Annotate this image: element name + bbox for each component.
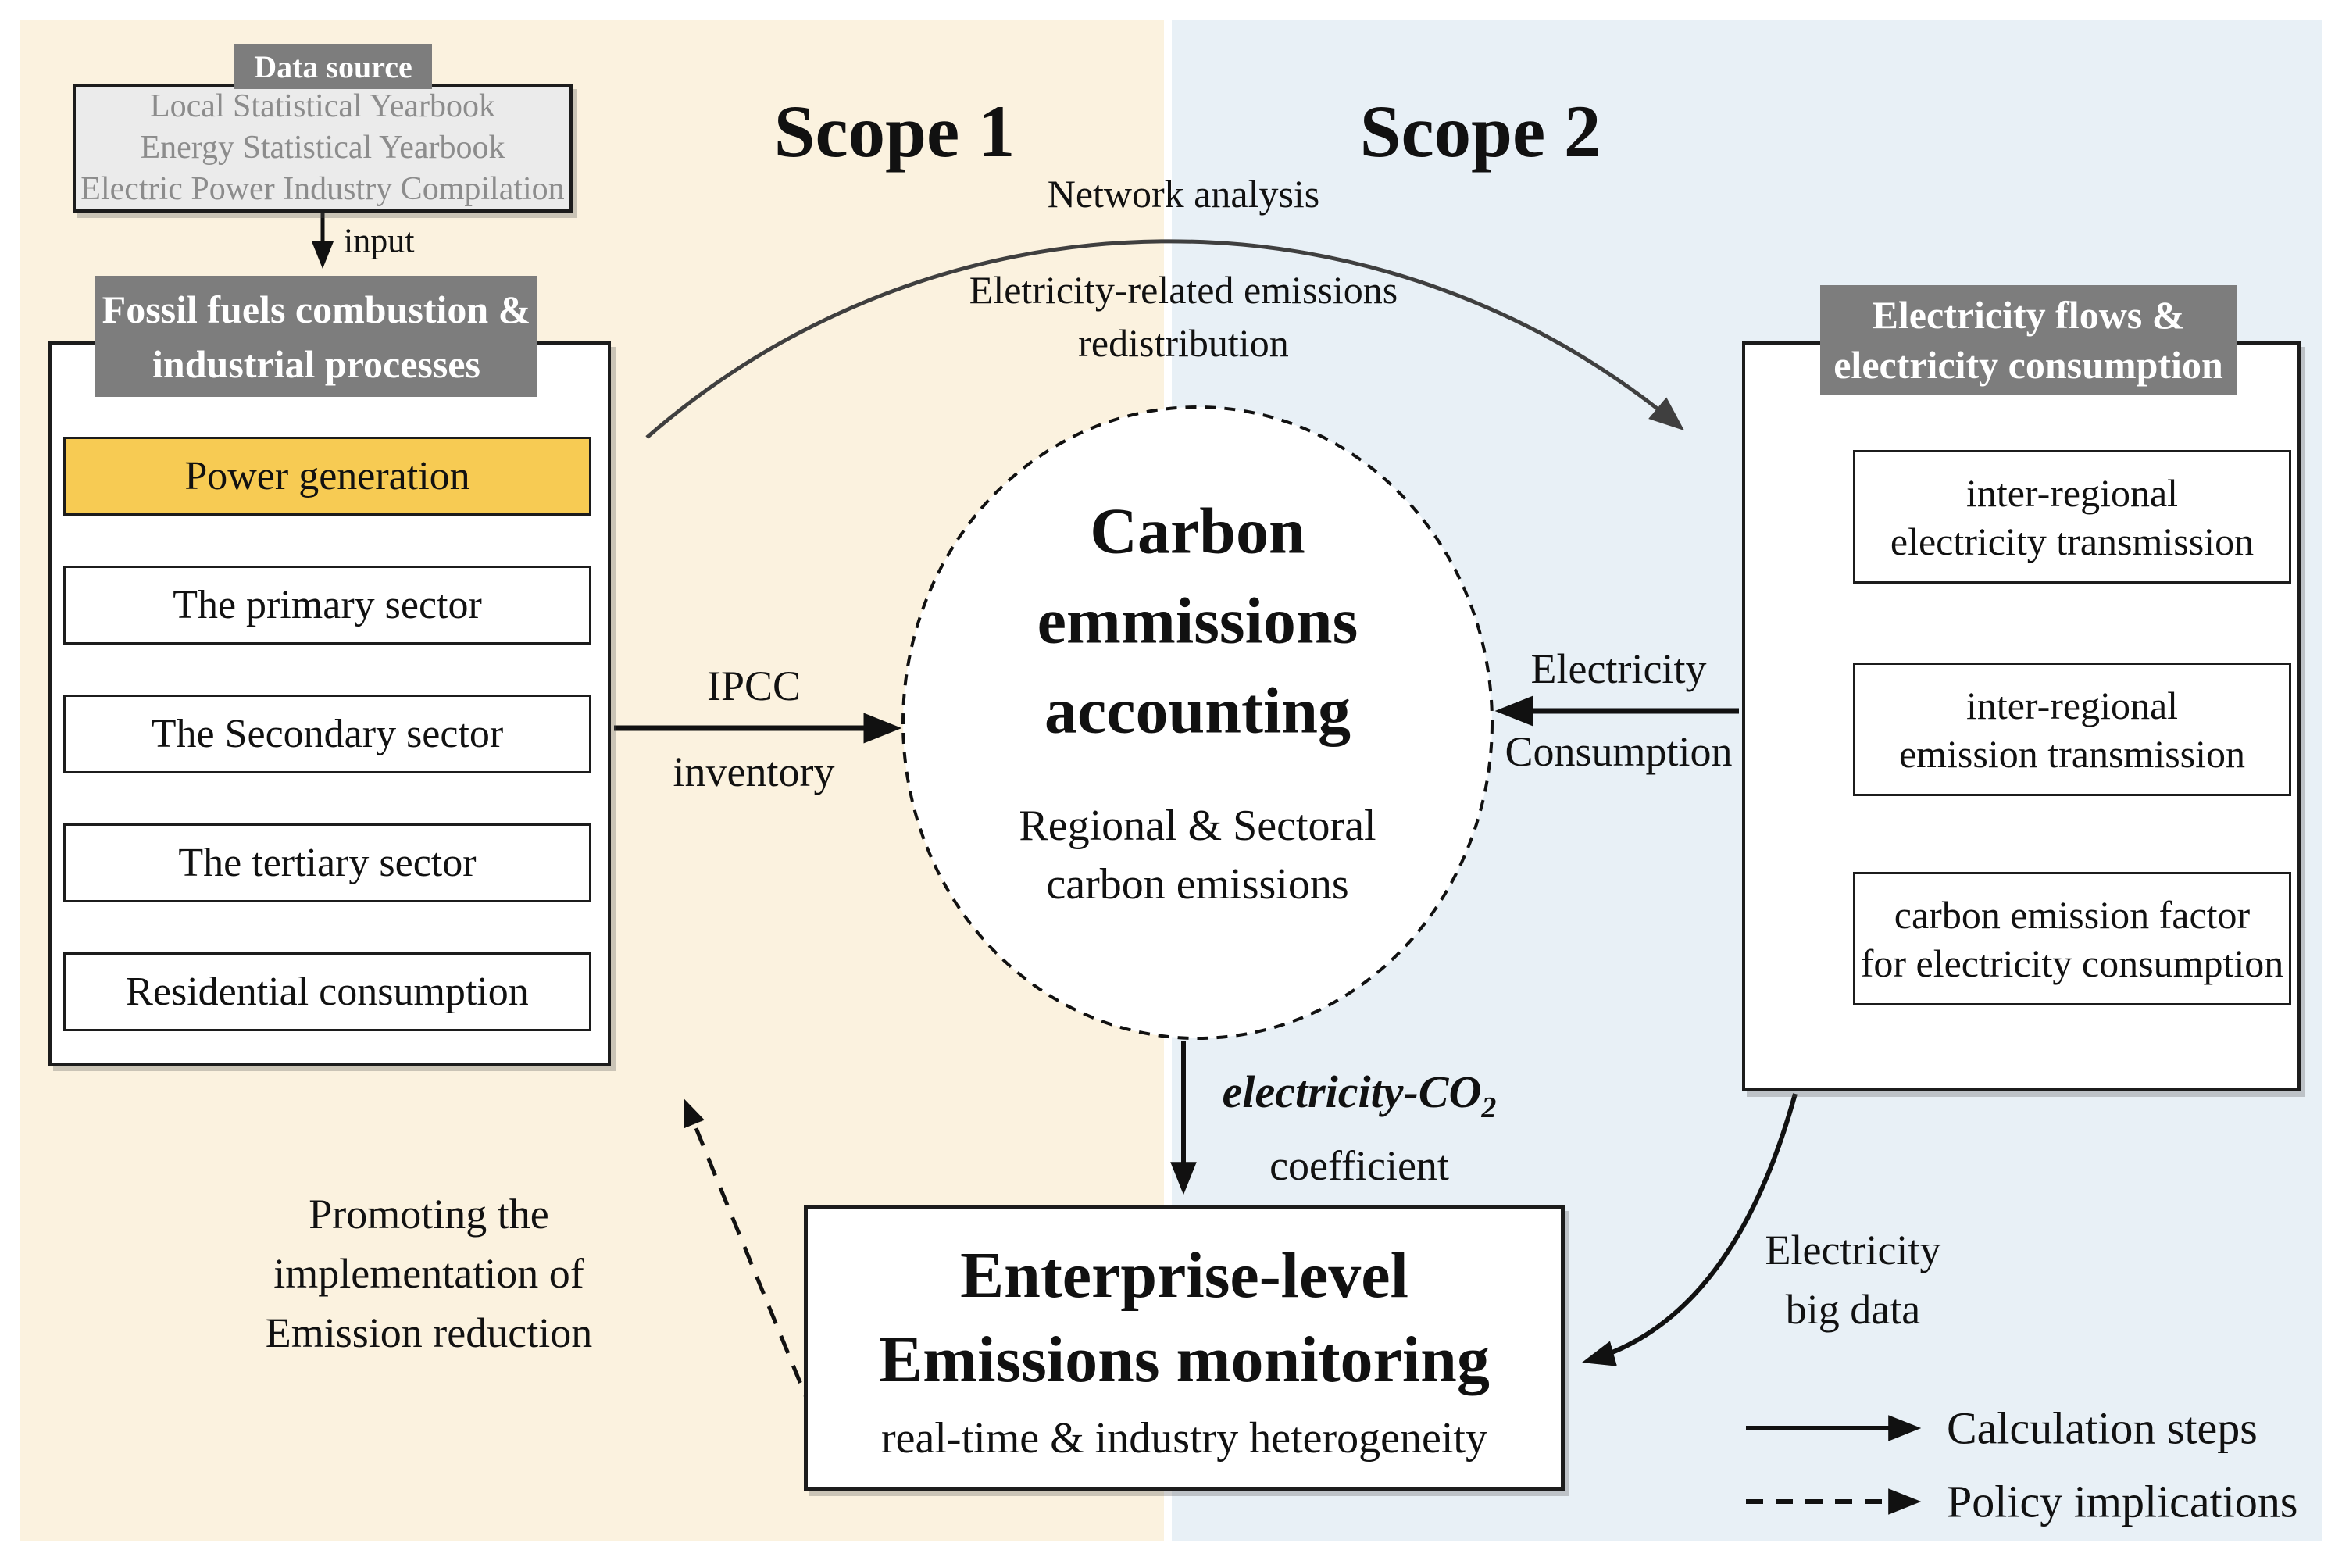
carbon-accounting-title: Carbon emmissions accounting (1037, 487, 1358, 756)
scope2-title: Scope 2 (1359, 90, 1601, 173)
step-line: inter-regional (1965, 470, 2179, 515)
redistribution-line: redistribution (1078, 321, 1289, 365)
promoting-line: implementation of (273, 1250, 584, 1297)
carbon-accounting-title-line: emmissions (1037, 584, 1358, 658)
data-source-line: Electric Power Industry Compilation (80, 171, 565, 207)
sector-item-power-generation: Power generation (63, 437, 591, 516)
step-line: emission transmission (1898, 731, 2246, 776)
inventory-label: inventory (673, 748, 835, 795)
electricity-co2-subscript: 2 (1481, 1091, 1497, 1124)
data-source-tab: Data source (234, 44, 432, 89)
enterprise-title: Enterprise-level Emissions monitoring (879, 1234, 1490, 1402)
carbon-accounting-subtitle-line: carbon emissions (1046, 860, 1349, 909)
coefficient-label: coefficient (1269, 1142, 1449, 1189)
step-line: inter-regional (1965, 683, 2179, 727)
carbon-accounting-subtitle: Regional & Sectoral carbon emissions (1019, 797, 1376, 914)
big-data-line: Electricity (1765, 1227, 1941, 1273)
network-analysis-label: Network analysis (1047, 172, 1320, 216)
step-line: for electricity consumption (1860, 941, 2284, 985)
data-source-line: Local Statistical Yearbook (149, 88, 496, 124)
enterprise-title-line: Enterprise-level (960, 1238, 1408, 1312)
input-arrow-label: input (344, 221, 415, 260)
scope1-title: Scope 1 (773, 90, 1016, 173)
enterprise-subtitle: real-time & industry heterogeneity (881, 1413, 1487, 1463)
step-line: electricity transmission (1890, 519, 2255, 563)
data-source-box: Local Statistical Yearbook Energy Statis… (73, 84, 573, 213)
step-emission-factor: carbon emission factor for electricity c… (1853, 872, 2291, 1005)
step-emission-transmission: inter-regional emission transmission (1853, 663, 2291, 796)
promoting-line: Promoting the (309, 1191, 549, 1238)
big-data-line: big data (1785, 1286, 1921, 1333)
electricity-co2-main: electricity-CO (1222, 1066, 1482, 1118)
sector-item-residential: Residential consumption (63, 952, 591, 1031)
sector-item-secondary: The Secondary sector (63, 695, 591, 773)
fossil-fuels-header-line: Fossil fuels combustion & (102, 287, 531, 331)
carbon-accounting-subtitle-line: Regional & Sectoral (1019, 802, 1376, 850)
step-line: carbon emission factor (1894, 892, 2251, 937)
enterprise-title-line: Emissions monitoring (879, 1323, 1490, 1396)
electricity-flows-header: Electricity flows & electricity consumpt… (1820, 285, 2237, 395)
data-source-tab-label: Data source (254, 48, 412, 84)
sector-item-primary: The primary sector (63, 566, 591, 645)
carbon-accounting-title-line: accounting (1044, 674, 1351, 748)
ipcc-label: IPCC (706, 663, 801, 709)
big-data-label: Electricity big data (1765, 1220, 1941, 1339)
electricity-co2-label: electricity-CO2 (1223, 1066, 1497, 1125)
step-electricity-transmission: inter-regional electricity transmission (1853, 450, 2291, 584)
electricity-label: Electricity (1530, 645, 1707, 692)
electricity-flows-header-line: Electricity flows & (1872, 293, 2185, 337)
promoting-label: Promoting the implementation of Emission… (266, 1184, 592, 1363)
legend-policy-implications: Policy implications (1947, 1476, 2298, 1527)
carbon-accounting-title-line: Carbon (1090, 495, 1305, 568)
data-source-line: Energy Statistical Yearbook (140, 130, 505, 166)
fossil-fuels-header: Fossil fuels combustion & industrial pro… (95, 276, 537, 397)
fossil-fuels-header-line: industrial processes (152, 341, 480, 386)
sector-item-tertiary: The tertiary sector (63, 823, 591, 902)
promoting-line: Emission reduction (265, 1309, 593, 1356)
redistribution-line: Eletricity-related emissions (969, 268, 1398, 312)
consumption-label: Consumption (1505, 728, 1733, 775)
redistribution-label: Eletricity-related emissions redistribut… (969, 263, 1398, 370)
enterprise-monitoring-box: Enterprise-level Emissions monitoring re… (804, 1205, 1565, 1491)
legend-calculation-steps: Calculation steps (1947, 1402, 2258, 1454)
electricity-flows-header-line: electricity consumption (1833, 343, 2223, 387)
